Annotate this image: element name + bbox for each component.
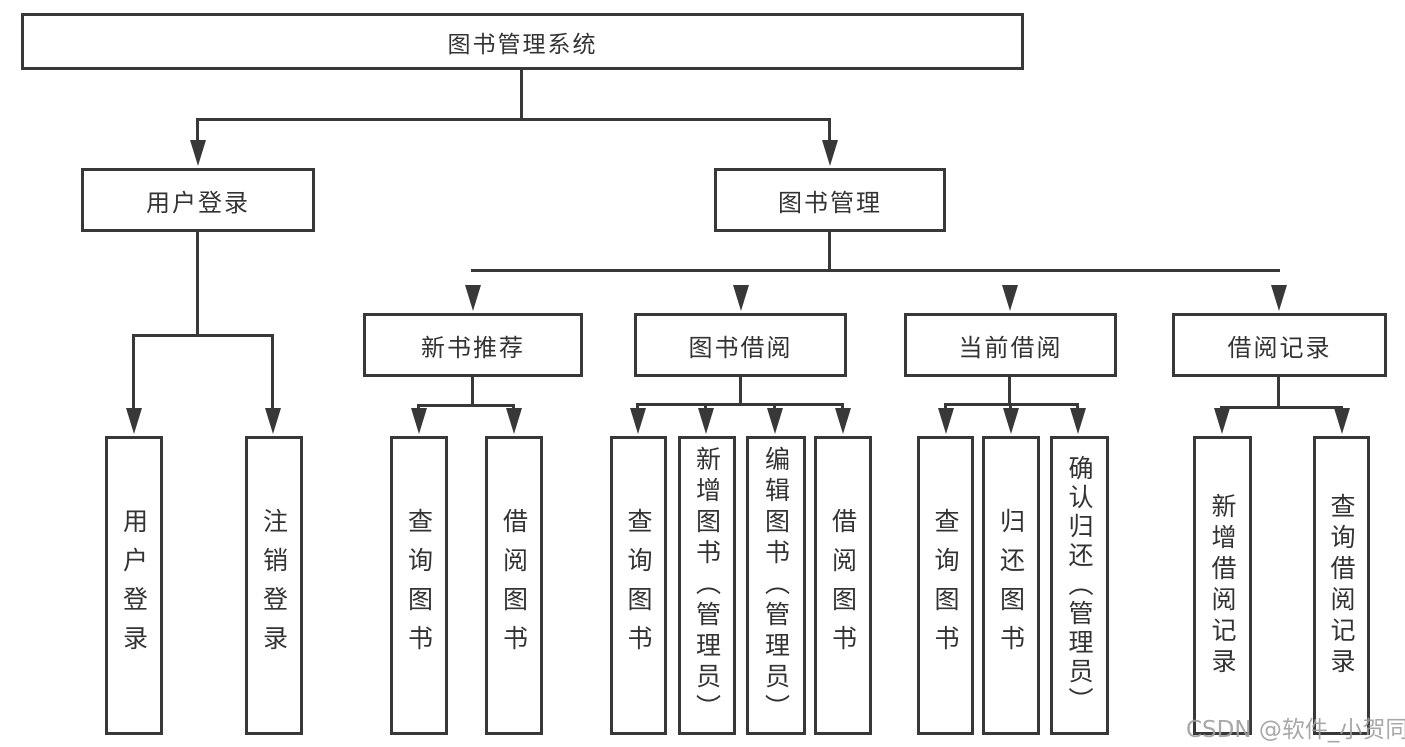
node-leaf-query-books-2: 查询图书: [610, 436, 667, 735]
connector-line: [1076, 403, 1079, 412]
connector-line: [417, 404, 515, 407]
connector-line: [944, 403, 947, 412]
connector-line: [520, 69, 523, 121]
arrow-down-icon: [733, 285, 749, 311]
node-label: 图书管理: [778, 188, 882, 217]
node-leaf-borrow-books-1: 借阅图书: [485, 436, 543, 735]
connector-line: [828, 118, 831, 144]
arrow-down-icon: [1002, 285, 1018, 311]
node-label: 用户登录: [119, 507, 149, 664]
node-current-borrowing: 当前借阅: [904, 313, 1117, 377]
arrow-down-icon: [1003, 408, 1019, 434]
connector-line: [1220, 406, 1343, 409]
node-new-book-recommendation: 新书推荐: [363, 313, 583, 377]
node-label: 归还图书: [996, 507, 1026, 664]
connector-line: [739, 376, 742, 405]
node-label: 图书借阅: [688, 333, 793, 362]
node-label: 图书管理系统: [447, 31, 598, 58]
connector-line: [196, 118, 199, 144]
arrow-down-icon: [1334, 408, 1350, 434]
node-label: 新增图书（管理员）: [692, 446, 722, 725]
connector-line: [196, 118, 831, 121]
arrow-down-icon: [411, 408, 427, 434]
arrow-down-icon: [698, 408, 714, 434]
connector-line: [471, 269, 1280, 272]
node-label: 查询图书: [404, 507, 434, 664]
node-label: 确认归还（管理员）: [1065, 455, 1094, 716]
connector-line: [944, 403, 1079, 406]
node-leaf-query-books-1: 查询图书: [390, 436, 448, 735]
connector-line: [132, 334, 135, 412]
node-label: 查询借阅记录: [1327, 492, 1356, 679]
connector-line: [704, 403, 707, 412]
connector-line: [828, 231, 831, 271]
node-label: 借阅图书: [828, 507, 858, 664]
node-label: 新增借阅记录: [1208, 492, 1237, 679]
node-label: 用户登录: [146, 188, 250, 217]
node-leaf-add-borrow-record: 新增借阅记录: [1193, 436, 1252, 735]
arrow-down-icon: [822, 140, 838, 166]
node-label: 新书推荐: [421, 333, 525, 362]
arrow-down-icon: [506, 408, 522, 434]
arrow-down-icon: [1214, 408, 1230, 434]
connector-line: [1008, 376, 1011, 405]
connector-line: [841, 403, 844, 412]
node-leaf-user-login: 用户登录: [105, 436, 163, 735]
connector-line: [773, 403, 776, 412]
arrow-down-icon: [835, 408, 851, 434]
arrow-down-icon: [938, 408, 954, 434]
arrow-down-icon: [190, 140, 206, 166]
node-book-management: 图书管理: [714, 168, 946, 232]
arrow-down-icon: [767, 408, 783, 434]
node-leaf-return-books: 归还图书: [982, 436, 1040, 735]
node-leaf-confirm-return-admin: 确认归还（管理员）: [1050, 436, 1109, 735]
node-label: 注销登录: [259, 507, 289, 664]
node-leaf-edit-books-admin: 编辑图书（管理员）: [746, 436, 806, 735]
connector-line: [471, 376, 474, 406]
connector-line: [1009, 403, 1012, 412]
arrow-down-icon: [465, 285, 481, 311]
node-leaf-logout: 注销登录: [245, 436, 303, 735]
node-leaf-query-borrow-record: 查询借阅记录: [1313, 436, 1370, 735]
node-label: 借阅记录: [1227, 333, 1332, 362]
node-label: 编辑图书（管理员）: [761, 446, 791, 725]
arrow-down-icon: [1070, 408, 1086, 434]
node-leaf-add-books-admin: 新增图书（管理员）: [678, 436, 736, 735]
connector-line: [636, 403, 639, 412]
connector-line: [1277, 376, 1280, 408]
node-label: 借阅图书: [499, 507, 529, 664]
node-book-borrowing: 图书借阅: [634, 313, 847, 377]
csdn-watermark: CSDN @软件_小贺同学: [1186, 717, 1405, 743]
node-library-management-system: 图书管理系统: [21, 13, 1024, 70]
connector-line: [636, 403, 844, 406]
node-leaf-borrow-books-2: 借阅图书: [814, 436, 872, 735]
arrow-down-icon: [1271, 285, 1287, 311]
node-label: 查询图书: [931, 507, 960, 664]
node-leaf-query-books-3: 查询图书: [917, 436, 974, 735]
connector-line: [271, 334, 274, 412]
node-label: 当前借阅: [958, 333, 1063, 362]
node-label: 查询图书: [624, 507, 653, 664]
connector-line: [132, 334, 274, 337]
node-borrowing-records: 借阅记录: [1172, 313, 1387, 377]
arrow-down-icon: [265, 408, 281, 434]
arrow-down-icon: [126, 408, 142, 434]
arrow-down-icon: [630, 408, 646, 434]
node-user-login: 用户登录: [81, 168, 315, 232]
connector-line: [196, 231, 199, 336]
